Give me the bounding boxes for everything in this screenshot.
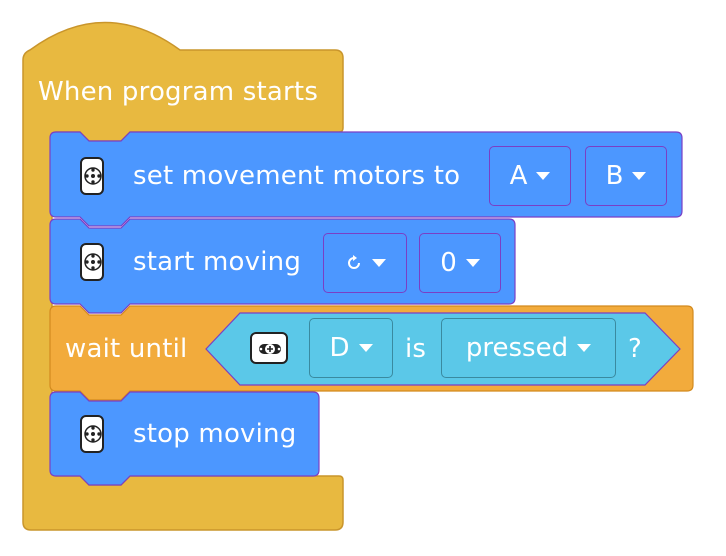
is-label: is [405,334,427,364]
chevron-down-icon [577,344,592,352]
chevron-down-icon [536,172,551,180]
question-mark-label: ? [628,334,642,364]
hat-block-label: When program starts [38,77,319,107]
stop-moving-block[interactable] [49,391,320,486]
chevron-down-icon [358,344,373,352]
port-b-value: B [605,161,624,191]
speed-value: 0 [440,248,457,278]
sensor-port-dropdown[interactable]: D [309,318,393,378]
motor-hub-icon [80,243,104,281]
chevron-down-icon [371,259,386,267]
direction-dropdown[interactable] [323,233,407,293]
sensor-state-dropdown[interactable]: pressed [441,318,616,378]
set-movement-motors-label: set movement motors to [133,161,461,191]
sensor-port-value: D [329,333,350,363]
rotate-clockwise-icon [347,255,360,269]
port-b-dropdown[interactable]: B [585,146,667,206]
sensor-state-value: pressed [465,333,569,363]
speed-dropdown[interactable]: 0 [419,233,501,293]
port-a-value: A [509,161,528,191]
chevron-down-icon [632,172,647,180]
wait-until-label: wait until [65,334,188,364]
chevron-down-icon [465,259,480,267]
motor-hub-icon [80,415,104,453]
stop-moving-label: stop moving [133,419,297,449]
motor-hub-icon [80,157,104,195]
start-moving-label: start moving [133,247,302,277]
force-sensor-icon [250,332,288,364]
port-a-dropdown[interactable]: A [489,146,571,206]
